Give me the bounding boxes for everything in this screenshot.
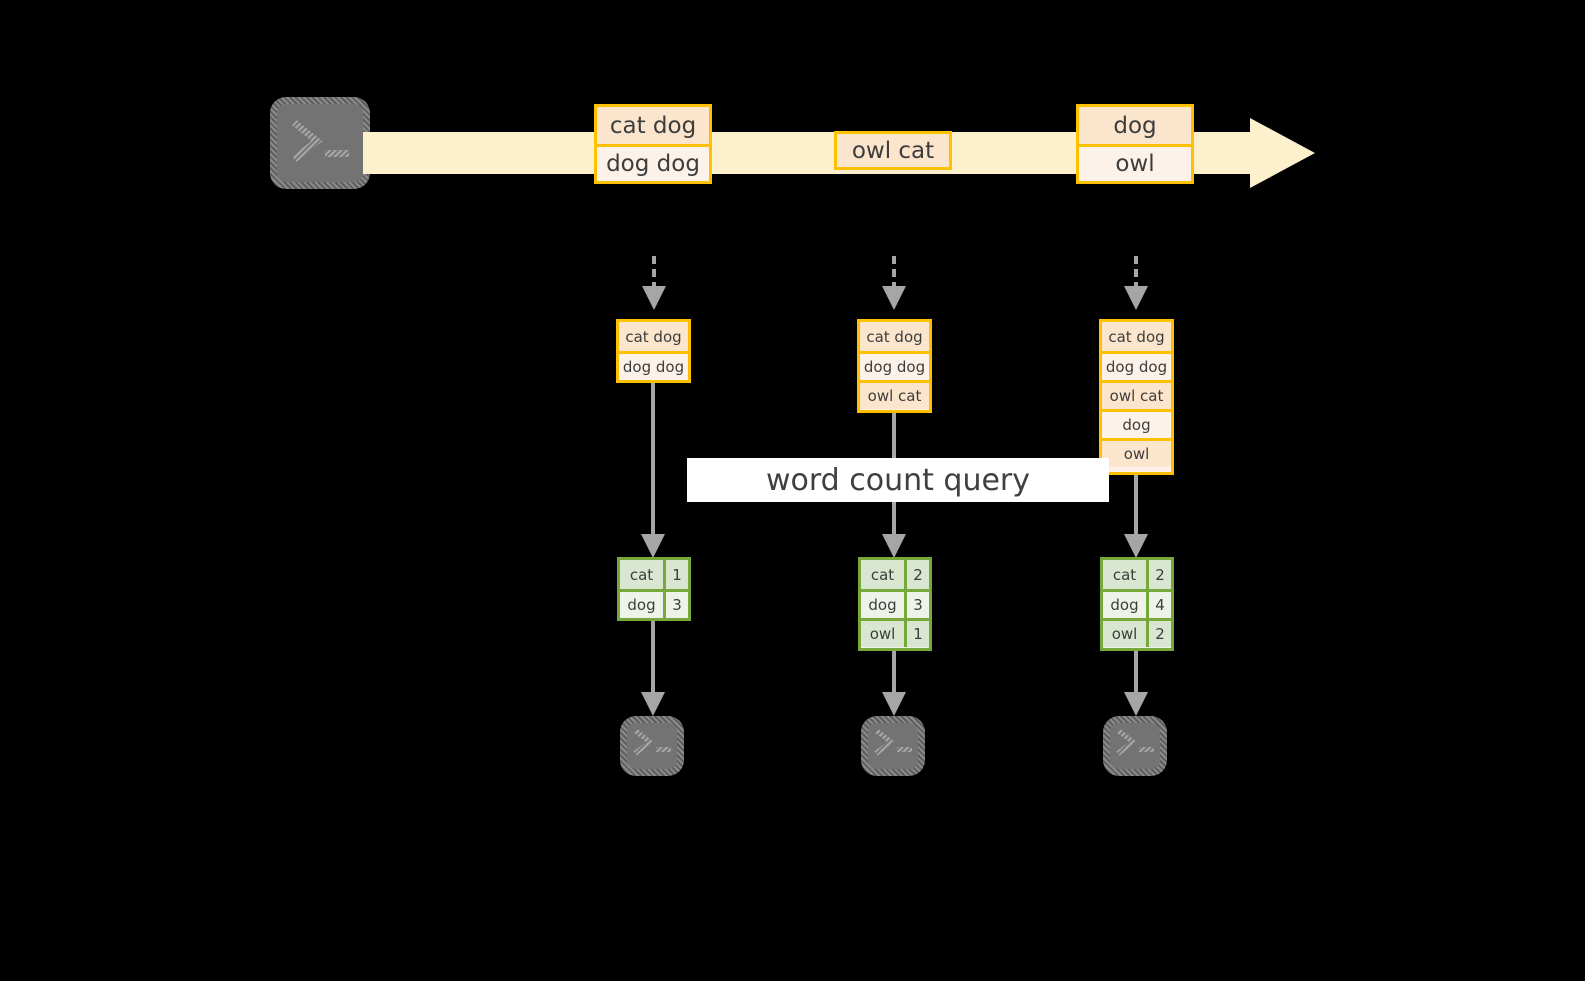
arrow-head-icon: [639, 532, 667, 560]
snapshot-1[interactable]: cat dog dog dog: [616, 319, 691, 383]
result-word: owl: [861, 621, 907, 647]
query-line: [651, 383, 655, 538]
result-word: dog: [1103, 592, 1149, 618]
stream-record-line: owl cat: [837, 134, 949, 167]
terminal-icon: [874, 729, 920, 759]
result-count: 1: [666, 560, 688, 589]
snapshot-2[interactable]: cat dog dog dog owl cat: [857, 319, 932, 413]
result-word: owl: [1103, 621, 1149, 647]
result-count: 2: [1149, 560, 1171, 589]
snapshot-3[interactable]: cat dog dog dog owl cat dog owl: [1099, 319, 1174, 475]
snapshot-line: dog dog: [1102, 351, 1171, 380]
result-word: dog: [620, 592, 666, 618]
result-row: cat 2: [1103, 560, 1171, 589]
arrow-head-icon: [1122, 532, 1150, 560]
result-3[interactable]: cat 2 dog 4 owl 2: [1100, 557, 1174, 651]
producer-terminal[interactable]: [270, 97, 370, 189]
output-line: [1134, 651, 1138, 696]
snapshot-line: owl: [1102, 438, 1171, 467]
arrow-head-icon: [880, 284, 908, 312]
result-count: 2: [1149, 621, 1171, 647]
stream-record[interactable]: dog owl: [1076, 104, 1194, 184]
result-count: 4: [1149, 592, 1171, 618]
result-row: cat 2: [861, 560, 929, 589]
stream-tap-line: [1134, 256, 1138, 290]
stream-tap-line: [892, 256, 896, 290]
result-1[interactable]: cat 1 dog 3: [617, 557, 691, 621]
stream-record-line: dog dog: [597, 144, 709, 181]
arrow-head-icon: [639, 690, 667, 718]
stream-tap-line: [652, 256, 656, 290]
output-line: [892, 651, 896, 696]
result-word: dog: [861, 592, 907, 618]
terminal-icon: [633, 729, 679, 759]
query-line: [1134, 475, 1138, 538]
result-row: owl 1: [861, 618, 929, 647]
result-word: cat: [1103, 560, 1149, 589]
terminal-icon: [1116, 729, 1162, 759]
result-count: 3: [666, 592, 688, 618]
result-2[interactable]: cat 2 dog 3 owl 1: [858, 557, 932, 651]
snapshot-line: owl cat: [860, 380, 929, 409]
arrow-head-icon: [880, 532, 908, 560]
result-row: dog 3: [620, 589, 688, 618]
stream-record[interactable]: cat dog dog dog: [594, 104, 712, 184]
stream-record[interactable]: owl cat: [834, 131, 952, 170]
snapshot-line: dog dog: [860, 351, 929, 380]
result-row: dog 4: [1103, 589, 1171, 618]
consumer-2[interactable]: [861, 716, 925, 776]
snapshot-line: dog: [1102, 409, 1171, 438]
result-count: 1: [907, 621, 929, 647]
snapshot-line: cat dog: [619, 322, 688, 351]
result-row: dog 3: [861, 589, 929, 618]
result-count: 2: [907, 560, 929, 589]
query-label: word count query: [687, 458, 1109, 502]
snapshot-line: dog dog: [619, 351, 688, 380]
result-word: cat: [620, 560, 666, 589]
output-line: [651, 621, 655, 696]
consumer-1[interactable]: [620, 716, 684, 776]
snapshot-line: cat dog: [860, 322, 929, 351]
terminal-icon: [291, 120, 363, 168]
arrow-head-icon: [1122, 690, 1150, 718]
arrow-head-icon: [880, 690, 908, 718]
stream-record-line: owl: [1079, 144, 1191, 181]
result-row: cat 1: [620, 560, 688, 589]
result-word: cat: [861, 560, 907, 589]
snapshot-line: owl cat: [1102, 380, 1171, 409]
snapshot-line: cat dog: [1102, 322, 1171, 351]
arrow-head-icon: [1122, 284, 1150, 312]
stream-record-line: dog: [1079, 107, 1191, 144]
consumer-3[interactable]: [1103, 716, 1167, 776]
stream-record-line: cat dog: [597, 107, 709, 144]
result-row: owl 2: [1103, 618, 1171, 647]
result-count: 3: [907, 592, 929, 618]
arrow-head-icon: [640, 284, 668, 312]
